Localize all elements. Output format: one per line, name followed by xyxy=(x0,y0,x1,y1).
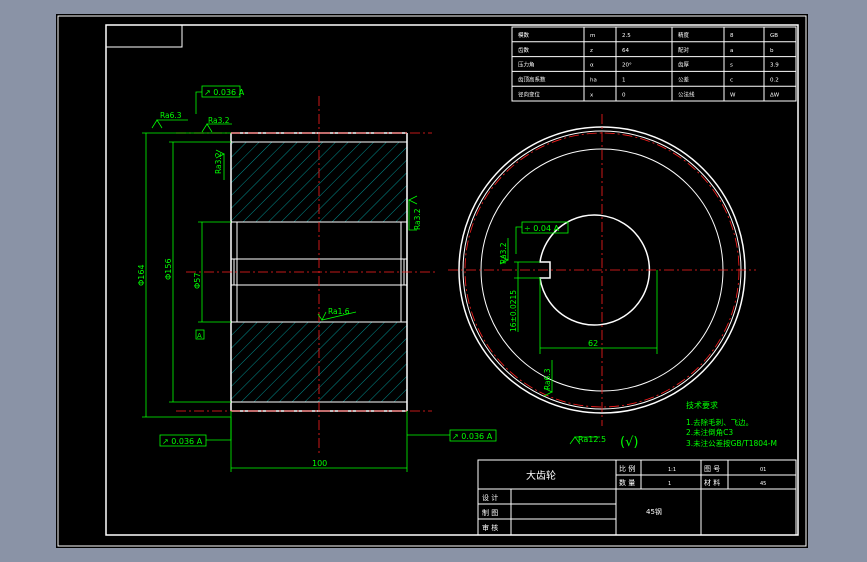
part-title: 大齿轮 xyxy=(526,469,556,482)
param-cell: 压力角 xyxy=(518,61,535,69)
param-cell: 齿顶高系数 xyxy=(518,75,546,83)
param-cell: 0.2 xyxy=(770,77,779,83)
dim-156: Φ156 xyxy=(164,258,173,280)
ra32-left: Ra3.2 xyxy=(214,152,223,174)
end-view: ÷ 0.04 A Ra3.2 16±0.0215 62 Ra6.3 技术要求 1… xyxy=(448,114,777,450)
param-cell: 公差 xyxy=(678,75,690,83)
ra16: Ra1.6 xyxy=(328,307,350,316)
quantity-label: 数 量 xyxy=(619,478,635,487)
param-cell: s xyxy=(730,63,733,69)
runout-top: ↗ 0.036 A xyxy=(204,88,245,97)
param-cell: x xyxy=(590,92,594,98)
param-cell: z xyxy=(590,48,593,54)
review-label: 审 核 xyxy=(482,523,498,532)
param-cell: 1 xyxy=(622,77,626,83)
ra63-bottom: Ra6.3 xyxy=(543,368,552,390)
quantity-value: 1 xyxy=(668,481,671,487)
param-cell: 8 xyxy=(730,33,734,39)
ra125-general: Ra12.5 xyxy=(578,435,606,444)
param-cell: 3.9 xyxy=(770,63,779,69)
ra32-keyway: Ra3.2 xyxy=(499,242,508,264)
param-cell: 64 xyxy=(622,48,629,54)
param-cell: m xyxy=(590,33,595,39)
ra32-top: Ra3.2 xyxy=(208,116,230,125)
param-cell: W xyxy=(730,92,736,98)
code-box xyxy=(105,24,183,48)
note-1: 1.去除毛刺、飞边。 xyxy=(686,417,753,427)
section-view: Φ164 Φ156 Φ57 A 100 ↗ 0.036 A Ra6.3 Ra3.… xyxy=(137,85,497,472)
drawing-canvas: 模数 m 2.5 精度 8 GB 齿数 z 64 配对 a b 压力角 α 20° 齿厚 s 3.9 齿顶高系数 ha… xyxy=(57,15,807,547)
sheet-label: 图 号 xyxy=(704,465,720,473)
ra32-right: Ra3.2 xyxy=(413,208,422,230)
dim-od: Φ164 xyxy=(137,264,146,286)
runout-right: ↗ 0.036 A xyxy=(452,432,493,441)
general-roughness-mark: (√) xyxy=(620,435,638,450)
param-cell: 配对 xyxy=(678,46,690,54)
outer-frame xyxy=(57,15,807,547)
title-block: 大齿轮 比 例 数 量 图 号 材 料 1:1 1 01 45 设 计 制 图 … xyxy=(477,459,797,536)
note-2: 2.未注倒角C3 xyxy=(686,427,733,437)
datum-a-left: A xyxy=(197,332,202,340)
param-cell: 0 xyxy=(622,92,626,98)
param-cell: 20° xyxy=(622,63,632,69)
param-cell: 齿数 xyxy=(518,46,530,54)
cad-viewport[interactable]: 模数 m 2.5 精度 8 GB 齿数 z 64 配对 a b 压力角 α 20° 齿厚 s 3.9 齿顶高系数 ha… xyxy=(56,14,808,548)
gear-params-table: 模数 m 2.5 精度 8 GB 齿数 z 64 配对 a b 压力角 α 20° 齿厚 s 3.9 齿顶高系数 ha… xyxy=(511,26,797,102)
dim-bore: Φ57 xyxy=(193,273,202,289)
dim-keyway-width: 16±0.0215 xyxy=(509,290,518,332)
drafting-label: 制 图 xyxy=(482,508,498,517)
material-name: 45钢 xyxy=(646,507,662,516)
design-label: 设 计 xyxy=(482,493,498,502)
param-cell: 公法线 xyxy=(678,90,695,98)
sheet-value: 01 xyxy=(760,467,766,473)
param-cell: 精度 xyxy=(678,31,690,39)
material-label: 材 料 xyxy=(704,478,720,487)
symmetry-tol: ÷ 0.04 A xyxy=(524,224,560,233)
param-cell: c xyxy=(730,77,733,83)
param-cell: 模数 xyxy=(518,31,530,39)
param-cell: 径向变位 xyxy=(518,90,541,98)
ra63-top: Ra6.3 xyxy=(160,111,182,120)
notes-heading: 技术要求 xyxy=(686,400,718,410)
runout-left: ↗ 0.036 A xyxy=(162,437,203,446)
note-3: 3.未注公差按GB/T1804-M xyxy=(686,438,777,448)
param-cell: 2.5 xyxy=(622,33,631,39)
dim-keyway-depth: 62 xyxy=(588,339,598,348)
param-cell: ha xyxy=(590,77,597,83)
param-cell: α xyxy=(590,63,594,69)
param-cell: 齿厚 xyxy=(678,62,690,69)
param-cell: GB xyxy=(770,33,778,39)
material-value: 45 xyxy=(760,481,766,487)
inner-frame xyxy=(105,24,799,536)
param-cell: b xyxy=(770,48,774,54)
param-cell: ΔW xyxy=(770,92,780,98)
dim-width: 100 xyxy=(312,459,327,468)
ratio-value: 1:1 xyxy=(668,467,676,473)
param-cell: a xyxy=(730,48,733,54)
ratio-label: 比 例 xyxy=(619,464,635,473)
